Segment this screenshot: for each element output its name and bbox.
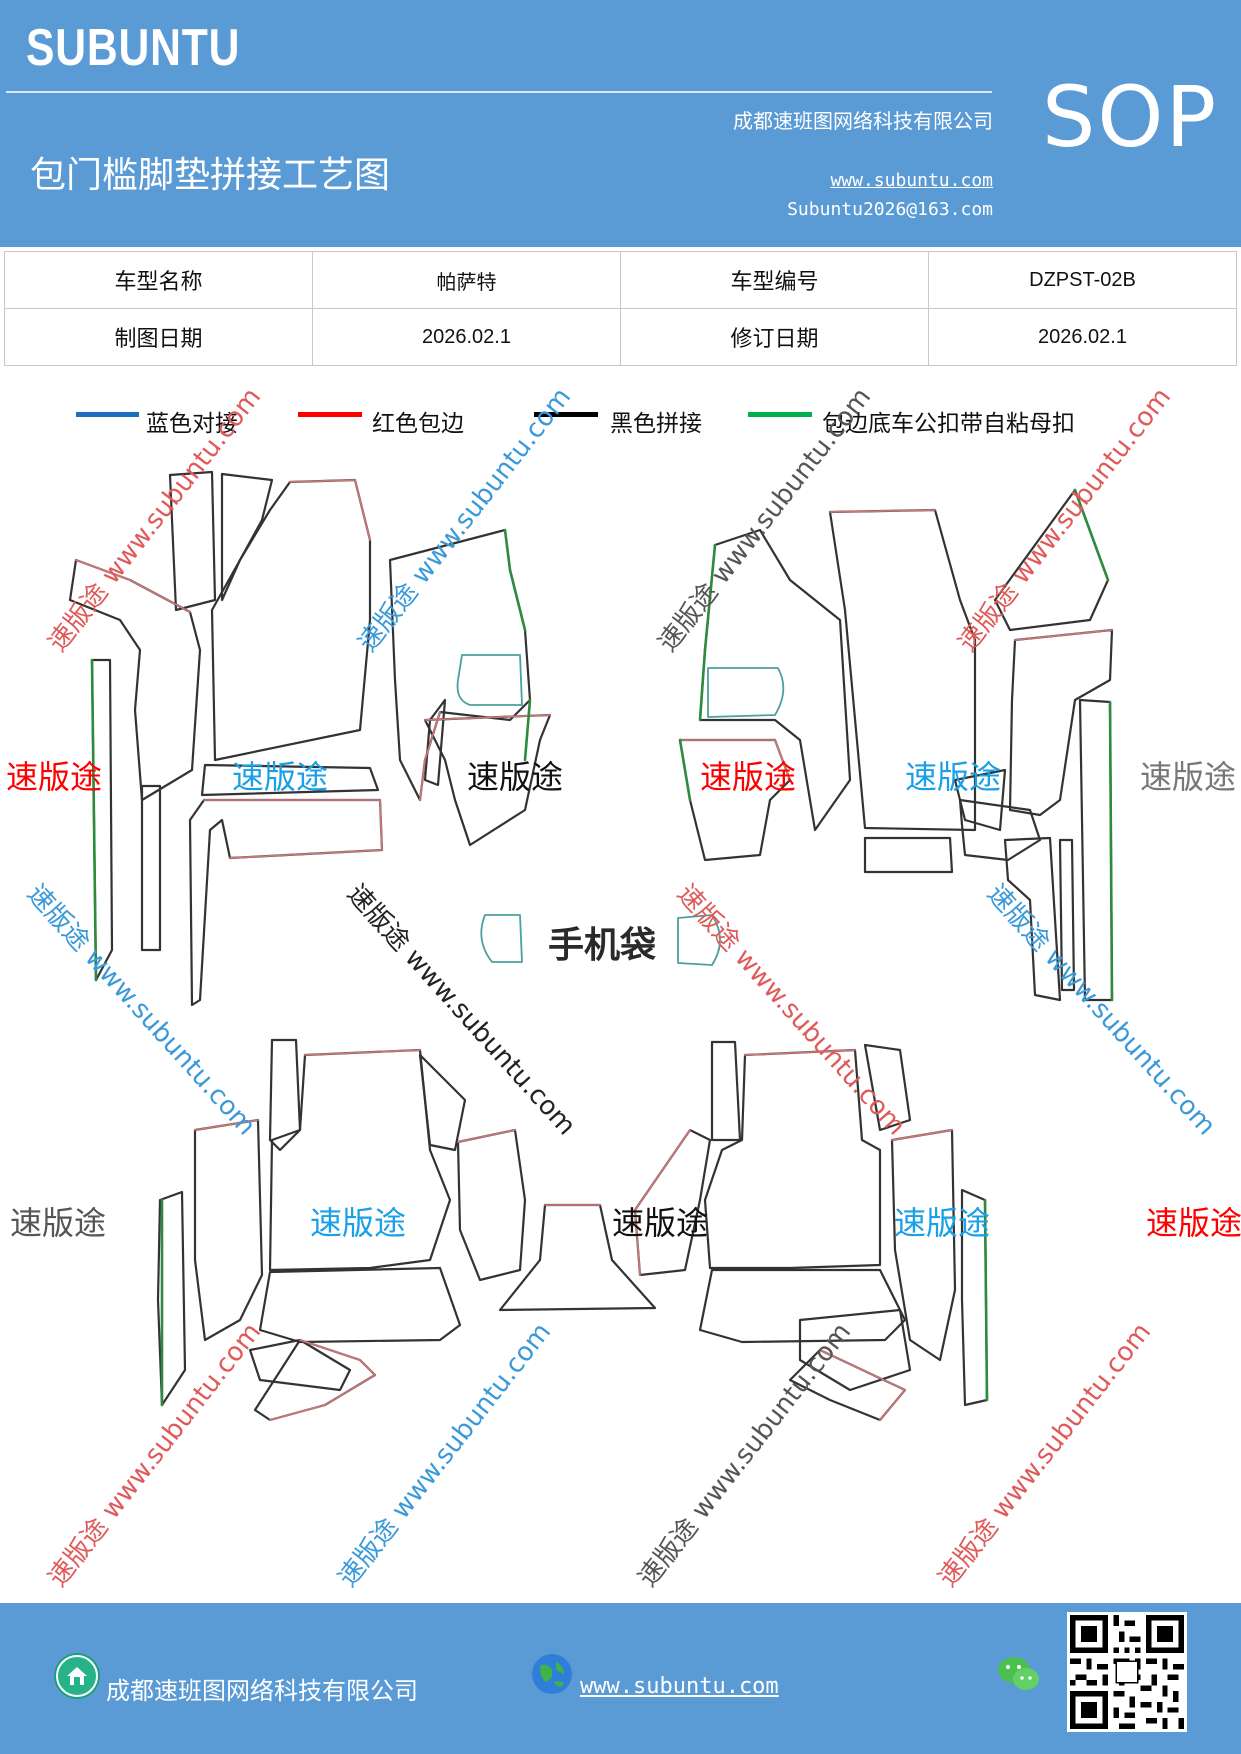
mat-piece [456,1128,527,1282]
watermark-text: 速版途 [467,759,564,795]
mat-piece [960,1188,989,1407]
legend-swatch-black [534,412,598,417]
mat-piece [1058,838,1076,992]
mat-piece [828,508,977,832]
mat-piece [863,836,954,874]
qr-code [1067,1612,1187,1732]
model-name-value: 帕萨特 [312,251,621,309]
mat-piece [140,784,162,952]
legend-swatch-green [748,412,812,417]
table-row: 制图日期 2026.02.1 修订日期 2026.02.1 [4,308,1237,366]
document-title: 包门槛脚垫拼接工艺图 [30,155,391,196]
mat-piece [1003,836,1062,1002]
mat-piece [1078,698,1114,1002]
draw-date-label: 制图日期 [4,308,313,366]
mat-piece [423,698,447,787]
mat-piece [248,1338,352,1392]
watermark-text: 速版途 [232,759,329,795]
mat-piece [863,1043,912,1132]
header-banner: SUBUNTU 成都速班图网络科技有限公司 包门槛脚垫拼接工艺图 www.sub… [0,0,1241,247]
legend-label: 蓝色对接 [146,411,238,437]
header-divider [6,91,992,93]
draw-date-value: 2026.02.1 [312,308,621,366]
sop-badge: SOP [1042,68,1219,166]
watermark-text: 速版途 [1140,759,1237,795]
legend-label: 黑色拼接 [610,411,702,437]
pocket-outline [456,654,523,706]
globe-icon [530,1652,574,1696]
watermark-text: 速版途 [700,759,797,795]
mat-piece [200,763,380,797]
legend-label: 包边底车公扣带自粘母扣 [822,411,1075,437]
wechat-icon [995,1652,1043,1696]
footer-company: 成都速班图网络科技有限公司 [106,1677,418,1705]
legend-swatch-red [298,412,362,417]
watermark-text: 速版途 [905,759,1002,795]
mat-piece [953,768,1007,832]
vehicle-info-table: 车型名称 帕萨特 车型编号 DZPST-02B 制图日期 2026.02.1 修… [4,251,1237,366]
mat-piece [698,1268,907,1344]
mat-piece [193,1118,264,1342]
header-email: Subuntu2026@163.com [787,199,993,220]
phone-pocket-label: 手机袋 [548,925,657,966]
pocket-outline [707,667,785,718]
header-website-link[interactable]: www.subuntu.com [830,170,993,191]
header-company: 成都速班图网络科技有限公司 [733,109,993,133]
watermark-text: 速版途 [894,1205,991,1241]
model-name-label: 车型名称 [4,251,313,309]
mat-piece [703,1048,882,1270]
mat-piece [710,1040,742,1142]
model-code-label: 车型编号 [620,251,929,309]
company-icon [54,1653,100,1699]
watermark-text: 速版途 [612,1205,709,1241]
pocket-outline [480,914,523,963]
mat-piece [958,798,1042,862]
watermark-text: 速版途 [6,759,103,795]
pocket-outline [677,914,721,966]
mat-piece [798,1308,912,1392]
table-row: 车型名称 帕萨特 车型编号 DZPST-02B [4,251,1237,309]
model-code-value: DZPST-02B [928,251,1237,309]
mat-piece [156,1190,187,1407]
mat-piece [418,1053,467,1152]
watermark-text: 速版途 [310,1205,407,1241]
legend-label: 红色包边 [372,411,464,437]
revise-date-label: 修订日期 [620,308,929,366]
mat-piece [890,1128,957,1362]
brand-logo: SUBUNTU [26,19,241,77]
mat-piece [210,478,372,762]
footer-website-link[interactable]: www.subuntu.com [580,1674,779,1699]
mat-piece [1008,628,1114,817]
mat-piece [220,472,274,602]
mat-piece [268,1038,302,1152]
watermark-text: 速版途 [10,1205,107,1241]
mat-piece [423,713,552,847]
mat-piece [168,470,217,612]
revise-date-value: 2026.02.1 [928,308,1237,366]
legend-swatch-blue [76,412,139,417]
mat-piece [258,1266,462,1344]
watermark-text: 速版途 [1146,1205,1241,1241]
